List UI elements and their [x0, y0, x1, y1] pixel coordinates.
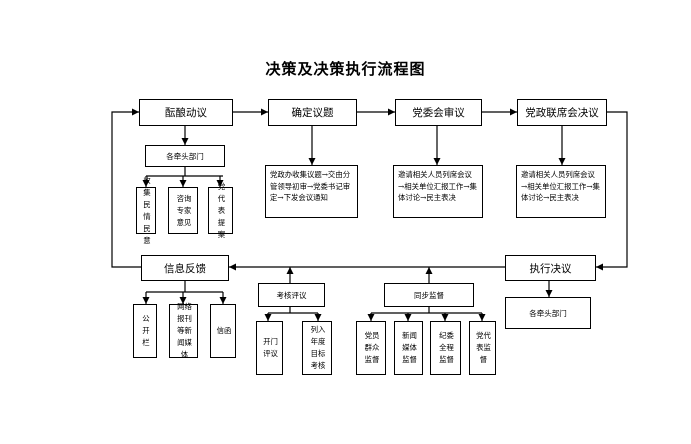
- joint-note-text: 邀请相关人员列席会议→相关单位汇报工作→集体讨论→民主表决: [521, 170, 600, 203]
- execute-dept-box: 各牵头部门: [505, 297, 591, 329]
- supervision-item-media: 新闻媒体监督: [402, 331, 417, 364]
- collect-item-proposals: 党代表提案: [217, 181, 226, 239]
- step-joint-label: 党政联席会决议: [525, 107, 599, 119]
- supervision-label: 同步监督: [414, 290, 444, 300]
- arrow-feedback-to-motion: [111, 108, 141, 268]
- feedback-item-letters: 信函: [216, 326, 232, 335]
- execute-box: 执行决议: [505, 255, 596, 281]
- lead-dept-label: 各牵头部门: [166, 151, 204, 161]
- collect-item-public: 收集民情民意: [143, 175, 151, 245]
- supervision-item-box: 新闻媒体监督: [394, 321, 423, 375]
- feedback-item-bulletin: 公开栏: [142, 314, 150, 347]
- step-confirm-label: 确定议题: [291, 107, 334, 119]
- supervision-item-members: 党员群众监督: [364, 331, 380, 364]
- feedback-item-box: 信函: [210, 304, 236, 358]
- collect-item-box: 党代表提案: [208, 181, 233, 239]
- confirm-note-text: 党政办收集议题→交由分管领导初审→党委书记审定→下发会议通知: [270, 170, 351, 203]
- feedback-item-box: 公开栏: [133, 304, 157, 358]
- assessment-item-box: 开门评议: [256, 321, 283, 375]
- assessment-label: 考核评议: [276, 290, 307, 300]
- step-committee-label: 党委会审议: [412, 107, 465, 119]
- assessment-item-box: 列入年度目标考核: [302, 321, 332, 375]
- feedback-item-box: 网络报刊等新闻媒体: [169, 302, 198, 359]
- committee-note-text: 邀请相关人员列席会议→相关单位汇报工作→集体讨论→民主表决: [398, 170, 477, 203]
- supervision-item-discipline: 纪委全程监督: [439, 331, 454, 364]
- committee-note-box: 邀请相关人员列席会议→相关单位汇报工作→集体讨论→民主表决: [393, 165, 483, 218]
- collect-item-box: 咨询专家意见: [168, 187, 198, 234]
- supervision-item-box: 党员群众监督: [356, 321, 386, 375]
- confirm-note-box: 党政办收集议题→交由分管领导初审→党委书记审定→下发会议通知: [265, 165, 358, 218]
- execute-dept-label: 各牵头部门: [529, 308, 567, 318]
- execute-label: 执行决议: [529, 262, 572, 275]
- step-joint-box: 党政联席会决议: [517, 99, 607, 126]
- arrow-joint-to-execute: [596, 111, 628, 271]
- step-committee-box: 党委会审议: [395, 99, 482, 126]
- feedback-item-media: 网络报刊等新闻媒体: [177, 302, 192, 359]
- collect-item-box: 收集民情民意: [136, 175, 156, 245]
- lead-dept-box: 各牵头部门: [145, 145, 225, 167]
- supervision-item-box: 纪委全程监督: [430, 321, 461, 375]
- supervision-item-representatives: 党代表监督: [476, 331, 491, 364]
- step-motion-label: 酝酿动议: [165, 107, 207, 119]
- assessment-item-annual: 列入年度目标考核: [310, 325, 326, 370]
- step-motion-box: 酝酿动议: [139, 99, 233, 126]
- supervision-box: 同步监督: [384, 283, 474, 307]
- collect-item-experts: 咨询专家意见: [176, 193, 192, 227]
- joint-note-box: 邀请相关人员列席会议→相关单位汇报工作→集体讨论→民主表决: [516, 165, 606, 218]
- feedback-box: 信息反馈: [141, 255, 229, 281]
- assessment-item-open: 开门评议: [263, 337, 278, 358]
- feedback-label: 信息反馈: [164, 262, 206, 275]
- supervision-item-box: 党代表监督: [469, 321, 496, 375]
- assessment-box: 考核评议: [258, 283, 325, 307]
- page-title: 决策及决策执行流程图: [265, 60, 426, 78]
- step-confirm-box: 确定议题: [268, 99, 357, 126]
